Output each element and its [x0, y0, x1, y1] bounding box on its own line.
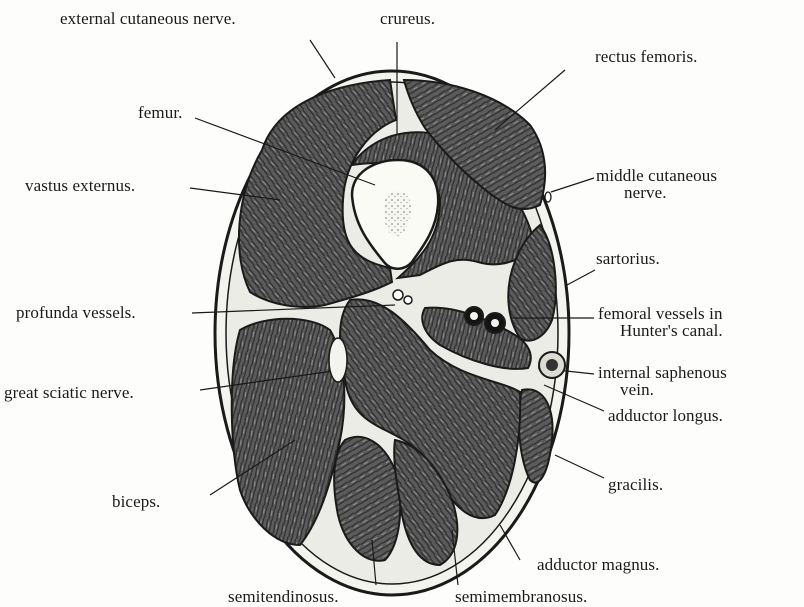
label-femoral-vessels-line1: femoral vessels in [598, 305, 723, 322]
label-femoral-vessels-line2: Hunter's canal. [598, 322, 723, 339]
femoral-artery-lumen [470, 312, 478, 320]
label-sartorius: sartorius. [596, 250, 660, 267]
great-sciatic-nerve-mark [329, 338, 347, 382]
label-internal-saphenous-line1: internal saphenous [598, 364, 727, 381]
label-profunda-vessels: profunda vessels. [16, 304, 136, 321]
profunda-vessel-1 [393, 290, 403, 300]
label-vastus-externus: vastus externus. [25, 177, 135, 194]
middle-cutaneous-nerve-mark [545, 192, 551, 202]
label-internal-saphenous-vein: internal saphenous vein. [598, 364, 727, 398]
label-middle-cutaneous-line1: middle cutaneous [596, 167, 717, 184]
label-semimembranosus: semimembranosus. [455, 588, 587, 605]
label-adductor-longus: adductor longus. [608, 407, 723, 424]
label-crureus: crureus. [380, 10, 435, 27]
internal-saphenous-vein-lumen [546, 359, 558, 371]
label-biceps: biceps. [112, 493, 160, 510]
label-rectus-femoris: rectus femoris. [595, 48, 698, 65]
label-femur: femur. [138, 104, 183, 121]
label-internal-saphenous-line2: vein. [598, 381, 727, 398]
label-adductor-magnus: adductor magnus. [537, 556, 659, 573]
label-femoral-vessels: femoral vessels in Hunter's canal. [598, 305, 723, 339]
label-semitendinosus: semitendinosus. [228, 588, 339, 605]
label-middle-cutaneous-line2: nerve. [596, 184, 717, 201]
profunda-vessel-2 [404, 296, 412, 304]
label-middle-cutaneous-nerve: middle cutaneous nerve. [596, 167, 717, 201]
femoral-vein-lumen [491, 319, 499, 327]
label-gracilis: gracilis. [608, 476, 663, 493]
label-great-sciatic-nerve: great sciatic nerve. [4, 384, 134, 401]
label-external-cutaneous-nerve: external cutaneous nerve. [60, 10, 236, 27]
